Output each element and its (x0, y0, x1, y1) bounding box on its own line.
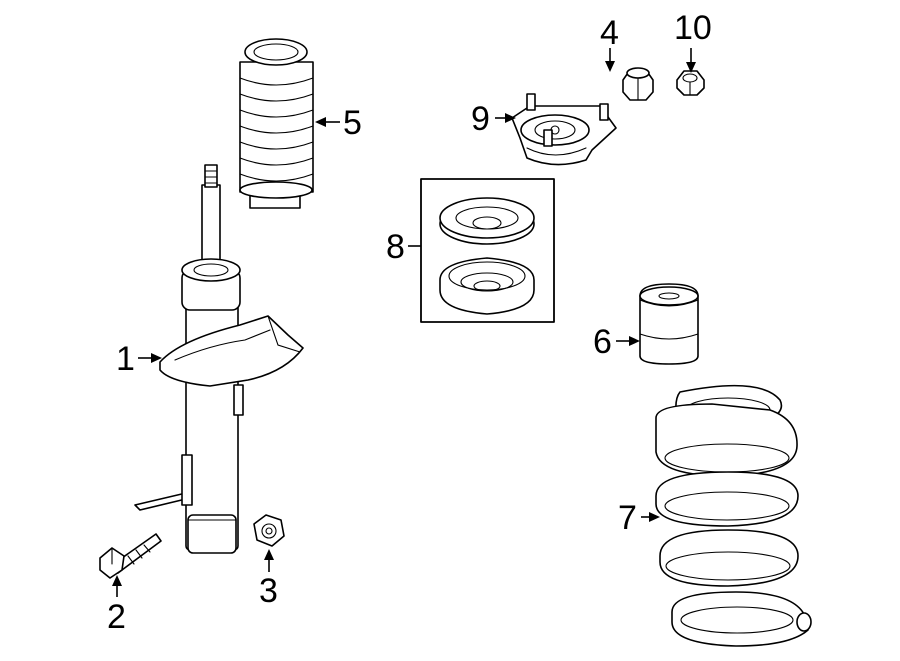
arrowhead-3 (264, 549, 274, 560)
callout-labels: 1 2 3 4 5 6 7 8 9 10 (107, 9, 712, 636)
arrowhead-9 (505, 113, 516, 123)
callout-4: 4 (600, 14, 619, 52)
arrowhead-4 (605, 61, 615, 72)
callout-3: 3 (259, 572, 278, 610)
callout-10: 10 (674, 9, 712, 47)
bolt-part (99, 533, 162, 579)
bearing-kit-part (420, 178, 555, 323)
arrowhead-7 (649, 512, 660, 522)
arrowhead-2 (112, 575, 122, 586)
callout-6: 6 (593, 323, 612, 361)
callout-5: 5 (343, 104, 362, 142)
arrowhead-10 (686, 62, 696, 73)
callout-leaders (112, 48, 696, 597)
nut-part-3 (253, 514, 285, 547)
callout-1: 1 (116, 340, 135, 378)
callout-7: 7 (618, 499, 637, 537)
upper-mount-part (511, 93, 617, 166)
arrowhead-6 (629, 336, 640, 346)
arrowhead-1 (151, 353, 162, 363)
coil-spring-part (655, 384, 812, 647)
arrowhead-5 (315, 117, 326, 127)
bump-stop-part (639, 283, 699, 365)
callout-9: 9 (471, 100, 490, 138)
callout-8: 8 (386, 228, 405, 266)
callout-2: 2 (107, 598, 126, 636)
strut-assembly-part (134, 164, 304, 554)
nut-part-10 (676, 70, 705, 96)
nut-part-4 (622, 67, 654, 101)
dust-boot-part (239, 38, 314, 209)
